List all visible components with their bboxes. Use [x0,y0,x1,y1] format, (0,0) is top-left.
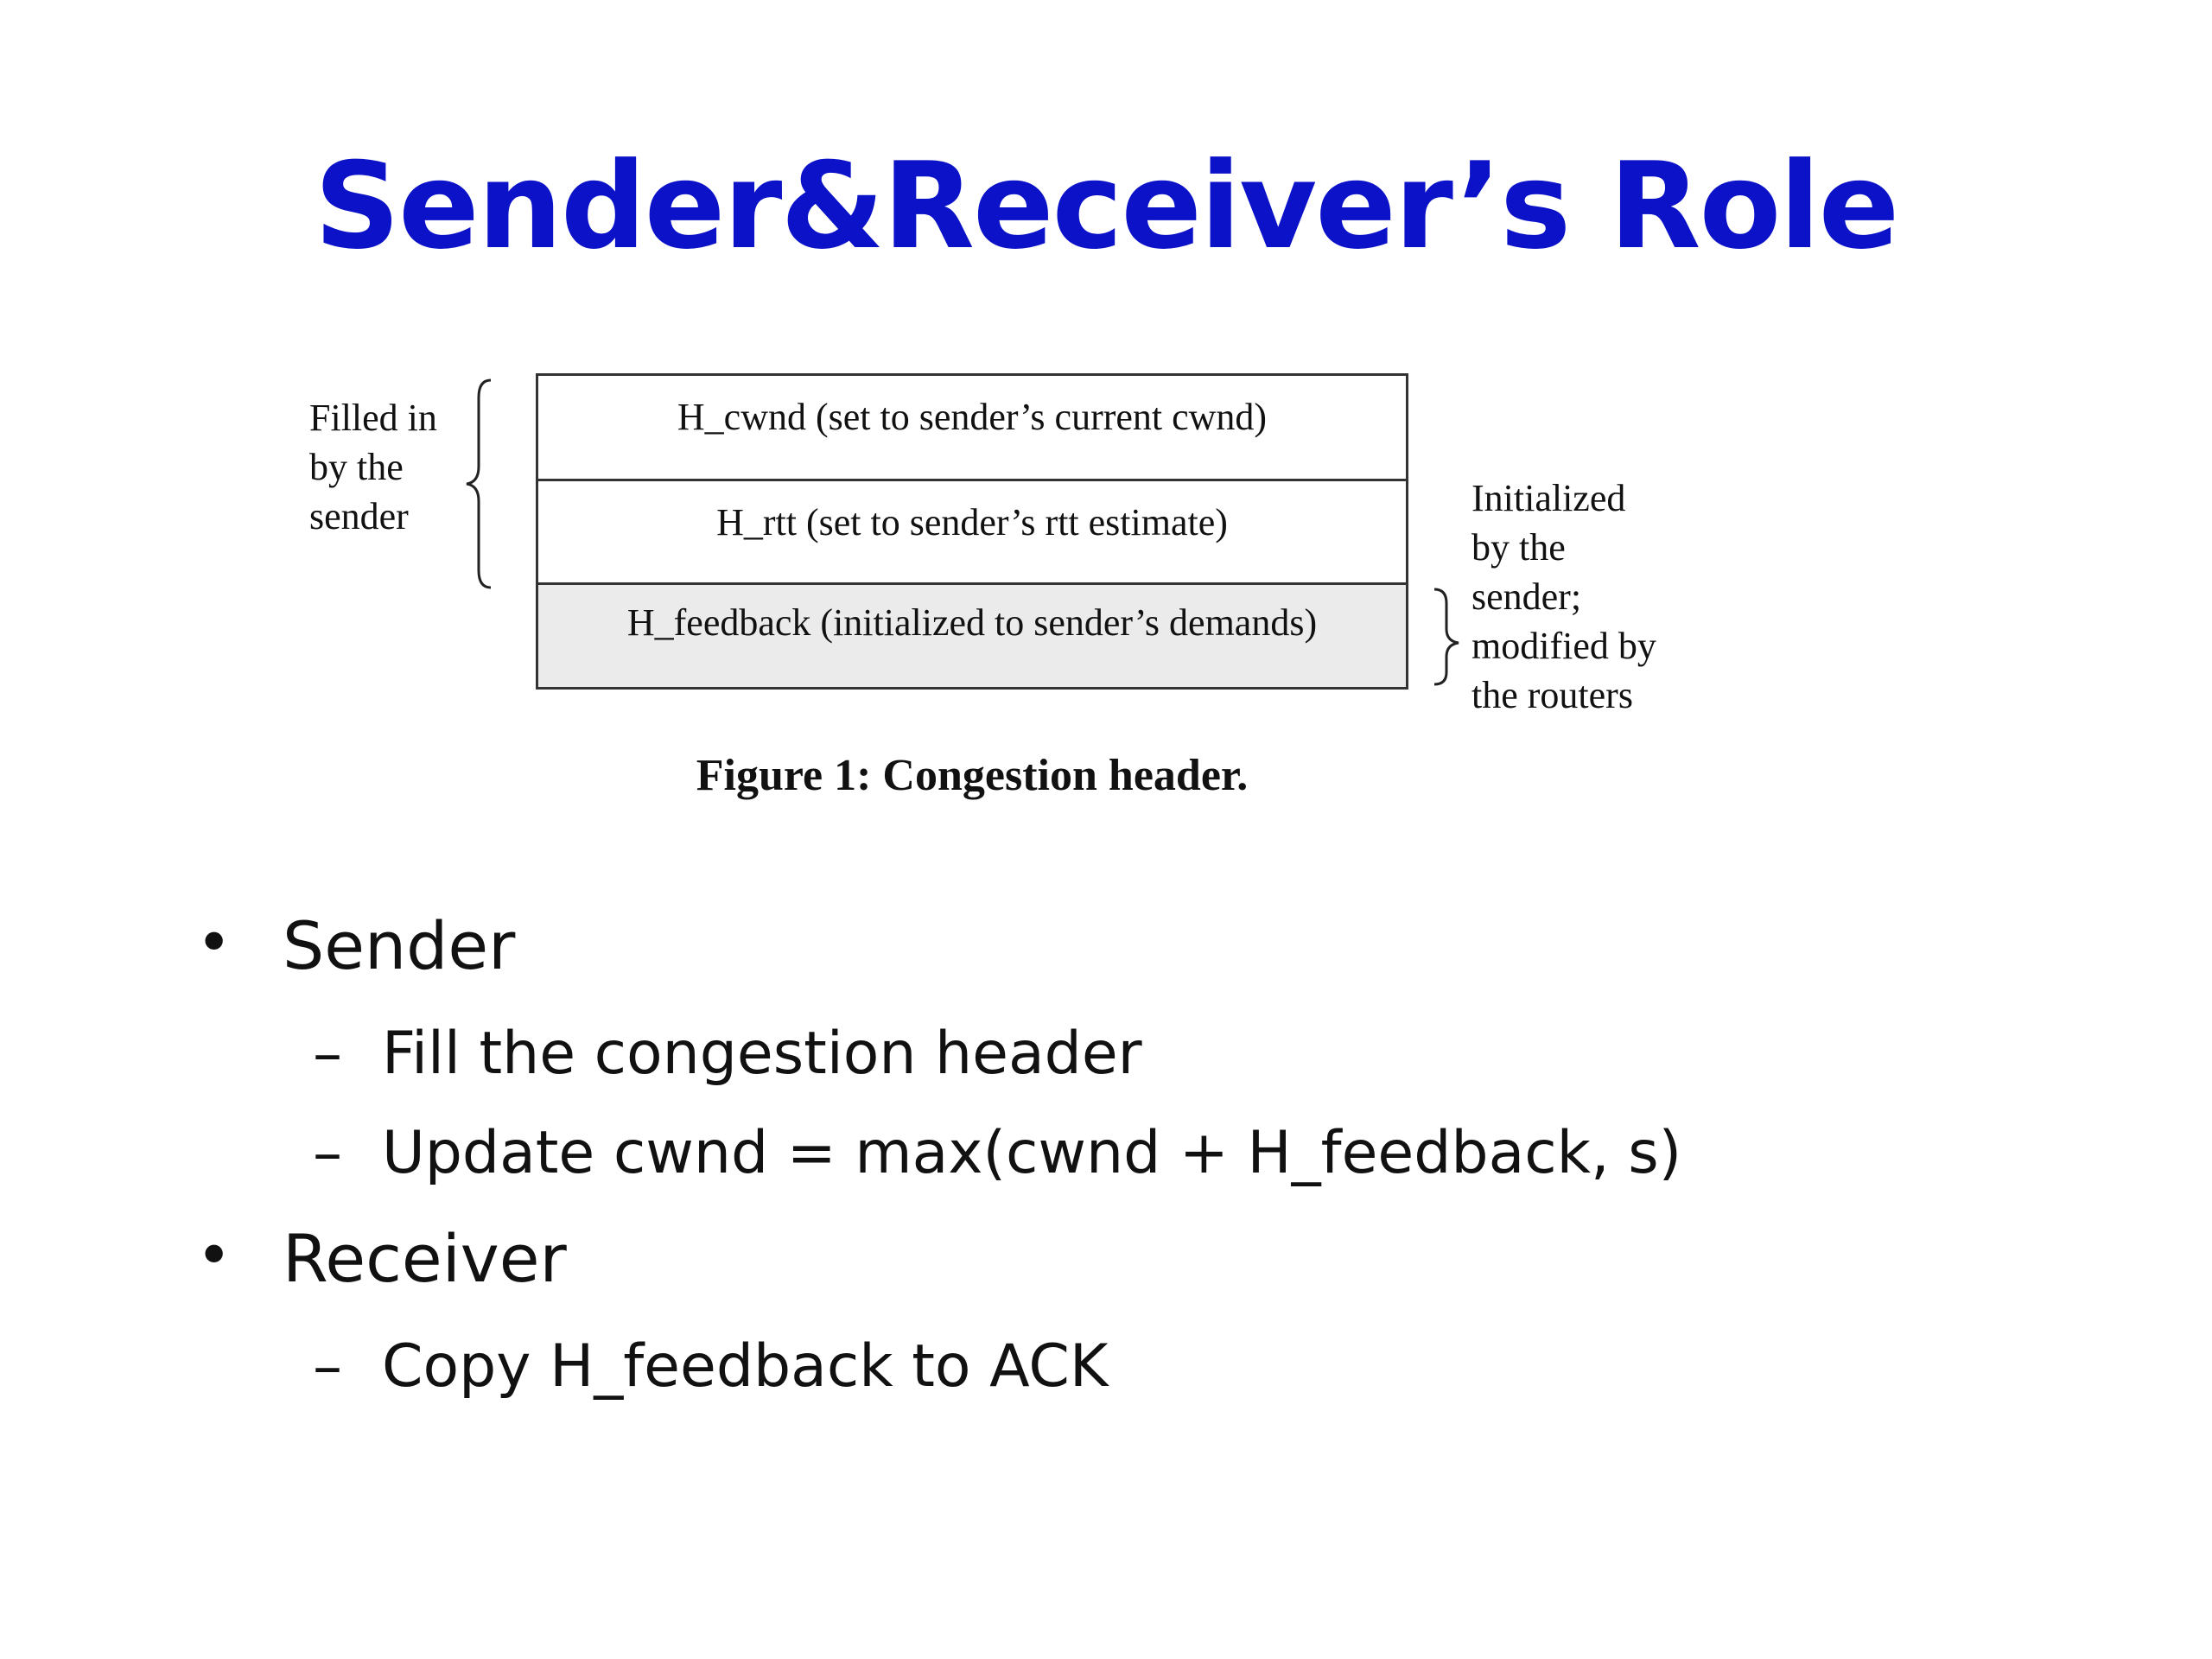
right-annotation-line: Initialized [1471,477,1626,519]
sub-bullet-text: Fill the congestion header [382,1020,1142,1088]
sub-bullet-text: Update cwnd = max(cwnd + H_feedback, s) [382,1119,1682,1187]
bullet-label: Receiver [283,1220,567,1297]
bullet-mark: • [196,907,232,978]
right-annotation: Initialized by the sender; modified by t… [1471,474,1656,720]
header-row-rtt: H_rtt (set to sender’s rtt estimate) [538,481,1406,585]
left-annotation: Filled in by the sender [309,393,437,541]
left-annotation-line: by the [309,446,404,488]
bullet-mark: • [196,1220,232,1291]
dash-mark: – [313,1020,342,1088]
right-annotation-line: modified by [1471,625,1656,667]
sub-bullet: – Fill the congestion header [313,1020,1142,1088]
bullet-receiver: • Receiver [196,1220,567,1297]
right-annotation-line: the routers [1471,674,1633,716]
sub-bullet: – Update cwnd = max(cwnd + H_feedback, s… [313,1119,1682,1187]
bullet-sender: • Sender [196,907,516,984]
left-annotation-line: Filled in [309,397,437,439]
sub-bullet: – Copy H_feedback to ACK [313,1332,1109,1401]
right-annotation-line: sender; [1471,575,1582,618]
header-row-cwnd: H_cwnd (set to sender’s current cwnd) [538,376,1406,481]
slide-title: Sender&Receiver’s Role [314,137,1900,276]
right-brace [1433,588,1459,686]
header-row-feedback: H_feedback (initialized to sender’s dema… [538,585,1406,687]
right-annotation-line: by the [1471,526,1566,569]
left-annotation-line: sender [309,495,409,537]
dash-mark: – [313,1332,342,1401]
left-brace [466,378,492,589]
bullet-label: Sender [283,907,516,984]
sub-bullet-text: Copy H_feedback to ACK [382,1332,1109,1401]
dash-mark: – [313,1119,342,1187]
congestion-header-table: H_cwnd (set to sender’s current cwnd) H_… [536,373,1408,690]
figure-caption: Figure 1: Congestion header. [696,751,1249,800]
